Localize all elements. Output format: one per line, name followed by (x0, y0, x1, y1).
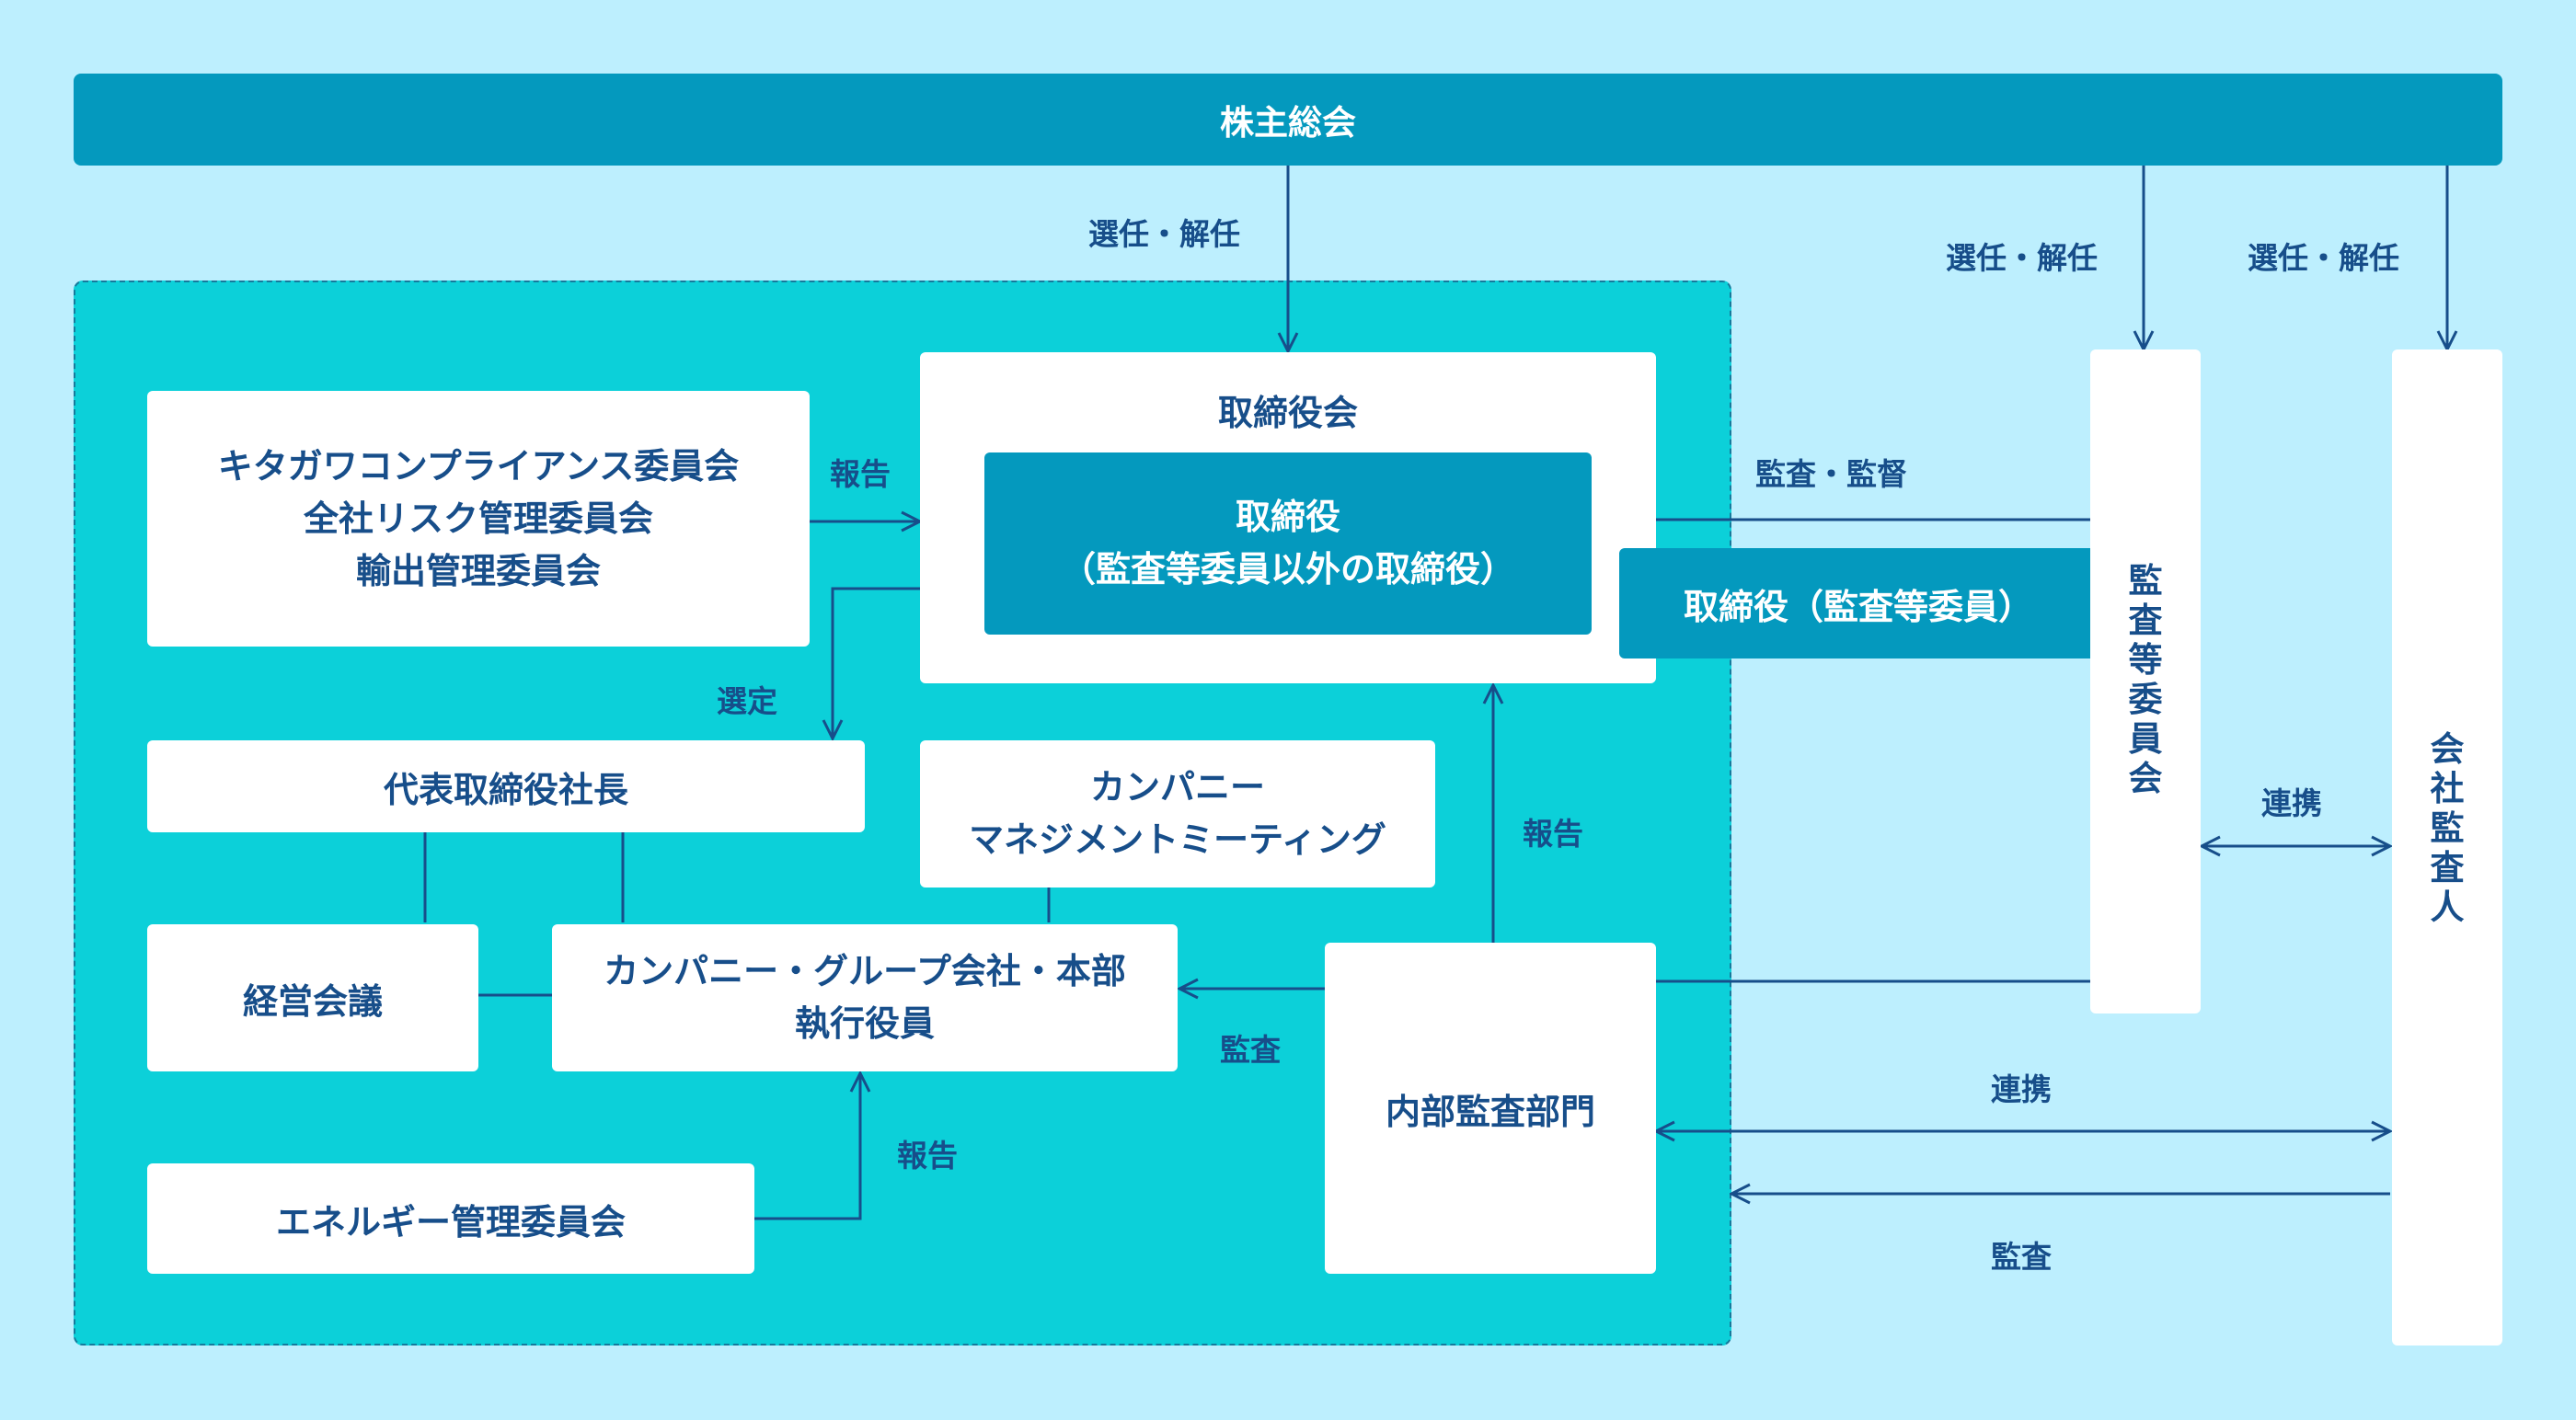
audit-committee-char: 監 (2128, 561, 2163, 601)
label-cooperate-upper: 連携 (2261, 785, 2322, 821)
executives-box: カンパニー・グループ会社・本部 執行役員 (552, 924, 1178, 1071)
board-audit-member: 取締役（監査等委員） (1619, 548, 2098, 658)
audit-committee-char: 会 (2128, 759, 2163, 798)
audit-committee-char: 査 (2128, 601, 2163, 640)
accounting-auditor-char: 監 (2430, 808, 2465, 848)
label-audit-supervise: 監査・監督 (1755, 456, 1907, 492)
executives-line-2: 執行役員 (794, 1003, 935, 1044)
accounting-auditor-char: 社 (2430, 769, 2465, 808)
accounting-auditor-char: 人 (2430, 888, 2465, 927)
committee-2: 全社リスク管理委員会 (303, 498, 653, 539)
audit-committee-box: 監 査 等 委 員 会 (2090, 349, 2201, 1013)
committee-1: キタガワコンプライアンス委員会 (217, 445, 740, 487)
label-report-energy: 報告 (897, 1138, 958, 1174)
label-select: 選定 (717, 683, 777, 719)
board-title: 取締役会 (1217, 393, 1358, 433)
label-report-committees: 報告 (830, 456, 891, 492)
label-elect-dismiss-audit-committee: 選任・解任 (1946, 240, 2098, 276)
audit-committee-char: 員 (2128, 719, 2163, 759)
line-energy-to-executives (754, 1073, 860, 1220)
board-inner-line-2: （監査等委員以外の取締役） (1060, 549, 1515, 590)
president-box: 代表取締役社長 (147, 740, 865, 832)
label-audit-executives: 監査 (1220, 1032, 1281, 1068)
company-meeting-line-1: カンパニー (1089, 767, 1265, 807)
label-elect-dismiss-board: 選任・解任 (1088, 216, 1240, 252)
board-inner-line-1: 取締役 (1235, 497, 1340, 537)
accounting-auditor-box: 会 社 監 査 人 (2392, 349, 2502, 1346)
energy-committee-box: エネルギー管理委員会 (147, 1163, 754, 1274)
accounting-auditor-char: 会 (2430, 729, 2465, 769)
label-cooperate-lower: 連携 (1991, 1071, 2052, 1107)
committee-3: 輸出管理委員会 (355, 550, 601, 591)
audit-committee-char: 等 (2128, 640, 2163, 680)
label-audit-accounting-auditor: 監査 (1991, 1239, 2052, 1275)
label-report-internal-audit: 報告 (1523, 816, 1583, 852)
internal-audit-box: 内部監査部門 (1325, 943, 1656, 1274)
committees-box: キタガワコンプライアンス委員会 全社リスク管理委員会 輸出管理委員会 (147, 391, 810, 647)
management-council-box: 経営会議 (147, 924, 478, 1071)
shareholders-meeting-bar: 株主総会 (74, 74, 2502, 166)
board-directors-inner: 取締役 （監査等委員以外の取締役） (984, 452, 1592, 635)
line-board-to-president (833, 587, 920, 739)
accounting-auditor-char: 査 (2430, 848, 2465, 888)
company-meeting-line-2: マネジメントミーティング (969, 819, 1386, 860)
executives-line-1: カンパニー・グループ会社・本部 (604, 951, 1126, 991)
label-elect-dismiss-accounting-auditor: 選任・解任 (2248, 240, 2399, 276)
company-meeting-box: カンパニー マネジメントミーティング (920, 740, 1435, 888)
audit-committee-char: 委 (2128, 680, 2163, 719)
